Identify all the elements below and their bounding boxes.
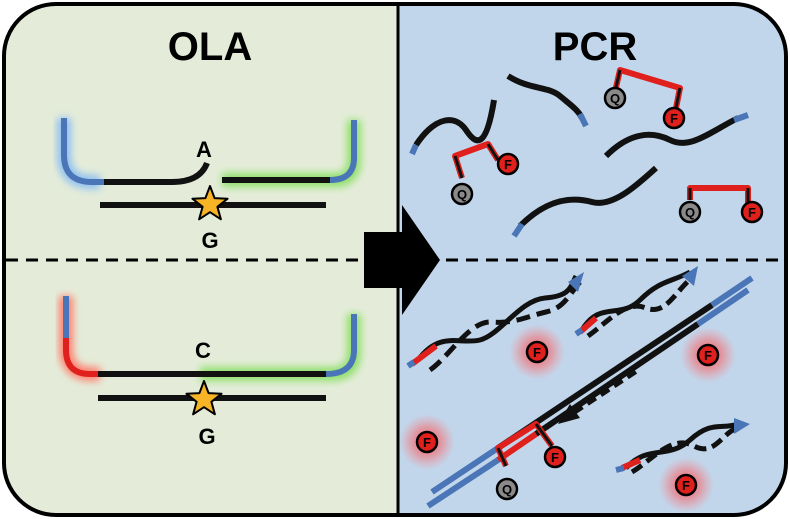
dna-helix-strand <box>428 280 582 373</box>
ola-mismatch-probe-base: C <box>195 338 211 363</box>
ola-match-left-probe <box>61 118 104 185</box>
fluorophore-icon <box>543 445 567 469</box>
wavy-dna-strand <box>413 99 497 147</box>
fluorophore-label: F <box>704 348 712 363</box>
fluorophore-icon <box>740 200 764 224</box>
pcr-after-group: Q F F F F F <box>399 266 754 513</box>
dna-helix-strand <box>630 425 741 475</box>
ola-match-group: A G <box>57 118 361 253</box>
primer-end <box>409 143 419 156</box>
quencher-label: Q <box>502 482 512 497</box>
fluorophore-icon <box>662 106 686 130</box>
fluorophore-label: F <box>504 157 512 172</box>
ola-match-right-probe <box>329 120 357 183</box>
wavy-dna-strand <box>506 73 585 120</box>
ola-mismatch-right-probe <box>325 314 357 377</box>
fluorophore-label: F <box>748 205 756 220</box>
arrowhead-icon <box>558 404 580 424</box>
primer-end <box>511 222 525 238</box>
quencher-icon <box>450 182 474 206</box>
extension-strand-blue <box>430 445 500 495</box>
fluorophore-icon <box>415 430 439 454</box>
fluorophore-label: F <box>682 478 690 493</box>
quencher-icon <box>603 86 627 110</box>
fluorophore-label: F <box>551 450 559 465</box>
pcr-before-group: Q F Q F Q F <box>409 67 764 238</box>
process-arrow <box>364 205 440 315</box>
fluorophore-icon <box>674 473 698 497</box>
quencher-label: Q <box>685 205 695 220</box>
fluorophore-icon <box>496 152 520 176</box>
quencher-label: Q <box>610 91 620 106</box>
star-icon <box>185 380 223 416</box>
ola-title: OLA <box>168 25 252 69</box>
pcr-title: PCR <box>553 25 638 69</box>
dna-helix-strand <box>586 276 694 339</box>
template-strand <box>534 321 700 437</box>
dna-helix-strand <box>624 421 739 470</box>
template-strand-blue <box>696 287 750 327</box>
quencher-icon <box>495 477 519 501</box>
fluorophore-label: F <box>670 111 678 126</box>
extension-strand-blue <box>710 275 754 308</box>
fluorophore-label: F <box>423 435 431 450</box>
arrowhead-icon <box>734 418 750 434</box>
primer-end <box>732 112 750 123</box>
ola-match-left-probe-hybrid <box>104 161 210 185</box>
ola-mismatch-template-base: G <box>198 424 215 449</box>
template-strand-blue <box>426 457 500 509</box>
ola-match-template-base: G <box>201 228 218 253</box>
ola-match-probe-base: A <box>196 137 212 162</box>
fluorophore-icon <box>696 343 720 367</box>
fluorophore-icon <box>525 340 549 364</box>
star-icon <box>191 185 229 221</box>
ola-mismatch-left-probe-red <box>63 338 98 377</box>
quencher-label: Q <box>457 187 467 202</box>
polymerase-direction-arrow <box>572 370 638 415</box>
arrowhead-icon <box>568 272 584 292</box>
wavy-dna-strand <box>517 165 658 229</box>
wavy-dna-strand <box>603 115 740 159</box>
quencher-icon <box>678 200 702 224</box>
fluorophore-label: F <box>533 345 541 360</box>
dna-helix-strand <box>579 269 692 332</box>
arrowhead-icon <box>682 266 698 286</box>
primer-end <box>577 112 589 128</box>
ola-mismatch-group: C G <box>59 296 361 449</box>
